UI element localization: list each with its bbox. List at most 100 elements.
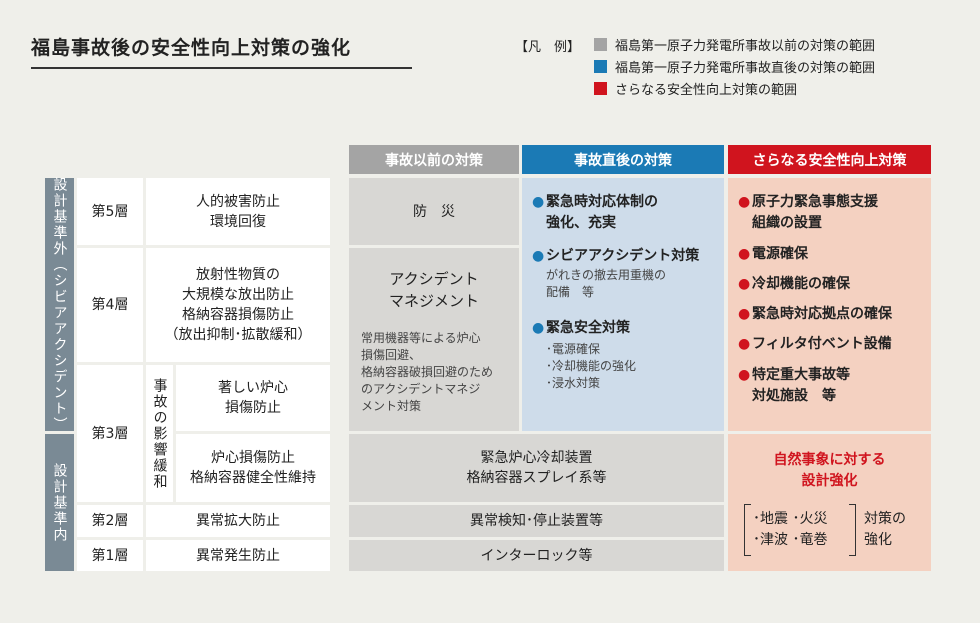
further-measures-block: ●原子力緊急事態支援 組織の設置 ●電源確保 ●冷却機能の確保 ●緊急時対応拠点… [728,178,931,431]
hazard-list: ･地震 ･火災 ･津波 ･竜巻 [753,509,827,551]
legend-swatch-blue [594,60,607,73]
am-description: 常用機器等による炉心 損傷回避、 格納容器破損回避のため のアクシデントマネジ … [361,330,493,415]
bullet-icon: ● [532,248,545,264]
mitigation-label: 事故の影響緩和 [151,377,168,490]
bracket-corner [849,504,855,505]
desc-line: 放射性物質の [196,267,280,283]
am-desc-line: 損傷回避、 [361,348,422,362]
bullet-icon: ● [738,194,751,210]
column-header-further: さらなる安全性向上対策 [728,145,931,174]
further-item-text: 原子力緊急事態支援 [752,194,878,210]
further-item-text: 対処施設 等 [752,388,836,404]
bullet-icon: ● [738,246,751,262]
legend-label: さらなる安全性向上対策の範囲 [615,83,798,98]
layer-desc-3a: 著しい炉心 損傷防止 [176,365,330,431]
cooling-line: 格納容器スプレイ系等 [466,470,607,486]
after-item-text: 緊急時対応体制の [546,194,658,210]
natural-title: 自然事象に対する 設計強化 [728,450,931,492]
layer-desc-5: 人的被害防止 環境回復 [146,178,330,245]
column-header-before: 事故以前の対策 [349,145,519,174]
am-title-line: マネジメント [388,292,479,310]
before-interlock: インターロック等 [349,540,724,571]
before-abnormal-detection: 異常検知･停止装置等 [349,505,724,537]
hazard-bracket: ･地震 ･火災 ･津波 ･竜巻 [744,504,856,556]
after-sub-text: 配備 等 [546,285,595,299]
after-item-2: ●シビアアクシデント対策 がれきの撤去用重機の 配備 等 [532,246,699,301]
legend-label: 福島第一原子力発電所事故直後の対策の範囲 [615,61,876,76]
further-item-text: 冷却機能の確保 [752,276,850,292]
mitigation-label-cell: 事故の影響緩和 [146,365,173,502]
desc-line: （放出抑制･拡散緩和） [164,327,312,343]
after-item-text: 強化、充実 [546,215,616,231]
title-underline [31,67,412,69]
bracket-corner [745,504,751,505]
am-title-line: アクシデント [389,270,479,288]
layer-desc-2: 異常拡大防止 [146,505,330,537]
legend-heading: 【凡 例】 [515,40,581,55]
further-item-4: ●緊急時対応拠点の確保 [738,304,892,325]
legend-item-further: さらなる安全性向上対策の範囲 [594,79,797,98]
layer-name-5: 第5層 [77,178,143,245]
after-item-1: ●緊急時対応体制の 強化、充実 [532,192,658,234]
legend-item-after: 福島第一原子力発電所事故直後の対策の範囲 [594,57,875,76]
further-item-3: ●冷却機能の確保 [738,274,850,295]
tail-line: 対策の [864,511,906,527]
after-item-text: シビアアクシデント対策 [546,248,700,264]
layer-name-3: 第3層 [77,365,143,502]
legend-label: 福島第一原子力発電所事故以前の対策の範囲 [615,39,876,54]
layer-name-1: 第1層 [77,540,143,571]
layer-desc-4: 放射性物質の 大規模な放出防止 格納容器損傷防止 （放出抑制･拡散緩和） [146,248,330,362]
further-item-text: 緊急時対応拠点の確保 [752,306,892,322]
further-item-1: ●原子力緊急事態支援 組織の設置 [738,192,878,234]
natural-tail: 対策の 強化 [864,509,906,551]
column-header-after: 事故直後の対策 [522,145,724,174]
am-desc-line: メント対策 [361,399,422,413]
desc-line: 損傷防止 [225,400,281,416]
after-item-3: ●緊急安全対策 ･電源確保 ･冷却機能の強化 ･浸水対策 [532,318,636,392]
bullet-icon: ● [532,320,545,336]
desc-line: 人的被害防止 [196,193,280,210]
page-title: 福島事故後の安全性向上対策の強化 [31,37,352,59]
desc-line: 著しい炉心 [218,380,288,396]
further-item-text: 電源確保 [752,246,808,262]
bullet-icon: ● [738,336,751,352]
legend-swatch-gray [594,38,607,51]
further-item-text: 特定重大事故等 [752,367,850,383]
before-accident-management: アクシデント マネジメント 常用機器等による炉心 損傷回避、 格納容器破損回避の… [349,248,519,431]
legend-item-before: 福島第一原子力発電所事故以前の対策の範囲 [594,35,875,54]
desc-line: 格納容器健全性維持 [190,470,316,486]
hazard-line: ･津波 ･竜巻 [753,532,828,548]
after-accident-block: ●緊急時対応体制の 強化、充実 ●シビアアクシデント対策 がれきの撤去用重機の … [522,178,724,431]
desc-line: 環境回復 [210,213,266,230]
bracket-corner [849,555,855,556]
bullet-icon: ● [532,194,545,210]
further-item-6: ●特定重大事故等 対処施設 等 [738,365,850,407]
after-item-text: 緊急安全対策 [546,320,630,336]
hazard-line: ･地震 ･火災 [753,511,828,527]
tail-line: 強化 [864,532,892,548]
natural-title-line: 設計強化 [801,473,858,489]
further-item-5: ●フィルタ付ベント設備 [738,334,892,355]
desc-line: 大規模な放出防止 [182,287,294,303]
group-label-inside: 設計基準内 [45,434,74,571]
am-desc-line: 格納容器破損回避のため [361,365,494,379]
layer-name-2: 第2層 [77,505,143,537]
bullet-icon: ● [738,306,751,322]
natural-hazards-block: 自然事象に対する 設計強化 ･地震 ･火災 ･津波 ･竜巻 対策の 強化 [728,434,931,571]
further-item-text: 組織の設置 [752,215,822,231]
after-sub-text: がれきの撤去用重機の [546,268,667,282]
layer-desc-3b: 炉心損傷防止 格納容器健全性維持 [176,434,330,502]
before-bousai: 防 災 [349,178,519,245]
cooling-line: 緊急炉心冷却装置 [480,450,593,466]
group-label-outside: 設計基準外（シビアアクシデント） [45,177,74,433]
bullet-icon: ● [738,276,751,292]
bracket-corner [745,555,751,556]
after-sub-text: ･電源確保 [546,342,601,356]
after-sub-text: ･浸水対策 [546,376,601,390]
am-title: アクシデント マネジメント [349,268,519,312]
layer-name-4: 第4層 [77,248,143,362]
further-item-text: フィルタ付ベント設備 [752,336,892,352]
bullet-icon: ● [738,367,751,383]
natural-title-line: 自然事象に対する [773,452,886,468]
desc-line: 格納容器損傷防止 [182,307,294,323]
